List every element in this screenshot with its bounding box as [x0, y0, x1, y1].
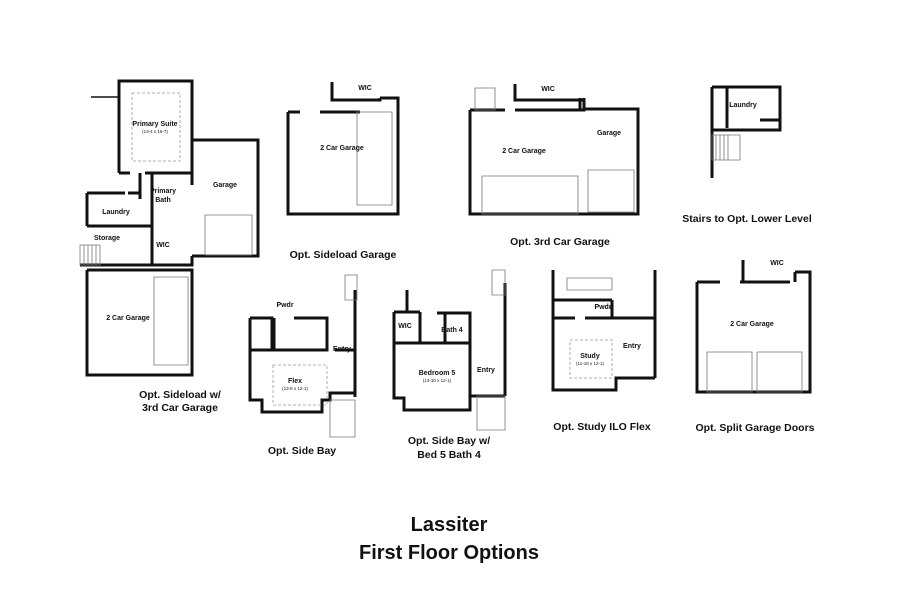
plan-stairs-lower-level — [710, 85, 782, 178]
page-title: Lassiter — [411, 514, 488, 536]
plan-caption: 3rd Car Garage — [142, 402, 218, 414]
room-label: Study — [580, 353, 600, 360]
room-label: Primary — [150, 188, 176, 195]
room-label: Entry — [477, 367, 495, 374]
room-label: Laundry — [102, 209, 130, 216]
plan-caption: Opt. Sideload Garage — [290, 249, 397, 261]
plan-sideload-3rd-car — [79, 79, 260, 377]
room-label: Pwdr — [594, 304, 611, 311]
room-label: WIC — [541, 86, 555, 93]
room-label: 2 Car Garage — [502, 148, 546, 155]
plan-caption: Opt. Side Bay w/ — [408, 435, 490, 447]
room-label: Entry — [333, 346, 351, 353]
room-label: Laundry — [729, 102, 757, 109]
room-label: WIC — [156, 242, 170, 249]
room-label: Flex — [288, 378, 302, 385]
room-label: WIC — [770, 260, 784, 267]
room-label: Pwdr — [276, 302, 293, 309]
plan-side-bay — [248, 274, 358, 438]
room-label: WIC — [398, 323, 412, 330]
room-label: Bath — [155, 197, 171, 204]
plan-3rd-car-garage — [468, 84, 640, 216]
room-label: Entry — [623, 343, 641, 350]
plan-caption: Opt. Split Garage Doors — [695, 422, 814, 434]
plan-caption: Opt. Side Bay — [268, 445, 336, 457]
plan-sideload-garage — [286, 82, 400, 216]
plan-caption: Opt. Study ILO Flex — [553, 421, 651, 433]
plan-caption: Stairs to Opt. Lower Level — [682, 213, 812, 225]
plan-split-garage-doors — [695, 260, 812, 394]
plan-caption: Opt. 3rd Car Garage — [510, 236, 610, 248]
room-label: Garage — [597, 130, 621, 137]
room-dimensions: (13-8 x 12-1) — [282, 386, 308, 391]
room-dimensions: (13-10 x 12-1) — [423, 378, 452, 383]
plan-study-ilo-flex — [551, 270, 657, 392]
room-label: Garage — [213, 182, 237, 189]
room-label: Storage — [94, 235, 120, 242]
room-label: WIC — [358, 85, 372, 92]
page-subtitle: First Floor Options — [359, 542, 539, 564]
room-label: 2 Car Garage — [106, 315, 150, 322]
plan-side-bay-bed5-bath4 — [392, 269, 507, 431]
room-dimensions: (13-4 x 16-7) — [142, 129, 168, 134]
room-label: 2 Car Garage — [320, 145, 364, 152]
room-dimensions: (11-10 x 12-1) — [576, 361, 604, 366]
plan-caption: Opt. Sideload w/ — [139, 389, 221, 401]
plan-caption: Bed 5 Bath 4 — [417, 449, 481, 461]
room-label: Bath 4 — [441, 327, 463, 334]
room-label: Bedroom 5 — [419, 370, 456, 377]
room-label: 2 Car Garage — [730, 321, 774, 328]
room-label: Primary Suite — [132, 121, 177, 128]
